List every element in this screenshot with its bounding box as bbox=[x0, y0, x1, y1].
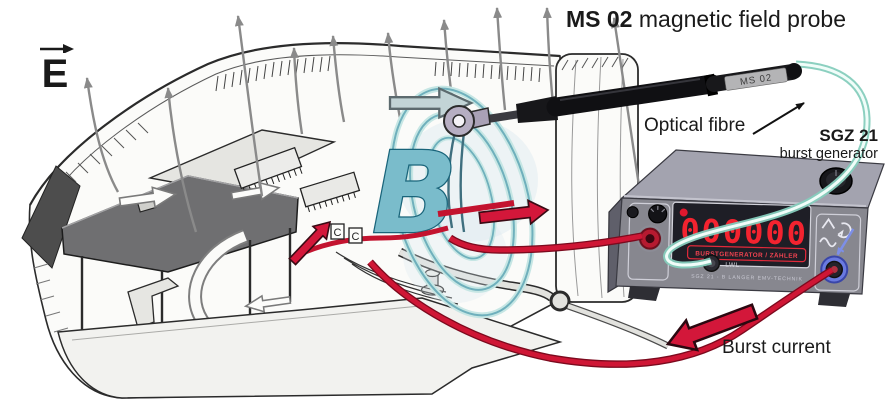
sketch-cable bbox=[397, 247, 670, 350]
ic-chip bbox=[299, 171, 361, 213]
probe-label: MS 02 bbox=[739, 72, 773, 88]
front-knob bbox=[648, 204, 668, 224]
burst-cables bbox=[367, 232, 834, 368]
e-field-glyph: E bbox=[41, 52, 69, 96]
b-field-label: B bbox=[372, 129, 457, 259]
probe-name: MS 02 bbox=[566, 6, 633, 32]
generator-label: SGZ 21 burst generator bbox=[700, 127, 878, 162]
probe-eyelet bbox=[443, 105, 491, 137]
e-field-label: E bbox=[36, 42, 74, 95]
status-led bbox=[679, 208, 688, 217]
burst-generator: 000000 BURSTGENERATOR / ZÄHLER LWL bbox=[607, 149, 885, 307]
generator-small-print: SGZ 21 - B LANGER EMV-TECHNIK bbox=[691, 274, 803, 283]
burst-output-icon bbox=[819, 217, 855, 256]
burst-current-path: C C bbox=[284, 197, 551, 269]
lwl-label: LWL bbox=[725, 262, 740, 269]
optical-fibre-cable bbox=[663, 60, 871, 269]
svg-text:C: C bbox=[352, 231, 360, 243]
magnetic-field-probe: MS 02 bbox=[443, 63, 802, 137]
capacitor: C bbox=[348, 227, 363, 244]
aux-connector bbox=[626, 206, 639, 219]
probe-label-plate: MS 02 bbox=[724, 67, 788, 91]
panel-caption: BURSTGENERATOR / ZÄHLER bbox=[695, 249, 798, 260]
optical-fibre-label: Optical fibre bbox=[644, 115, 746, 136]
probe-description: magnetic field probe bbox=[632, 6, 846, 32]
svg-text:C: C bbox=[334, 227, 342, 239]
capacitor: C bbox=[330, 223, 345, 240]
burst-current-label: Burst current bbox=[722, 337, 831, 358]
e-vector-arrow bbox=[40, 44, 74, 53]
generator-type: burst generator bbox=[779, 145, 878, 162]
b-field: B bbox=[371, 85, 538, 319]
diagram-title: MS 02 magnetic field probe bbox=[566, 7, 846, 31]
generator-name: SGZ 21 bbox=[819, 126, 878, 145]
device-under-test-sketch bbox=[21, 42, 670, 399]
optical-fibre-pointer-line bbox=[752, 102, 805, 135]
right-panel-outline bbox=[814, 213, 862, 292]
